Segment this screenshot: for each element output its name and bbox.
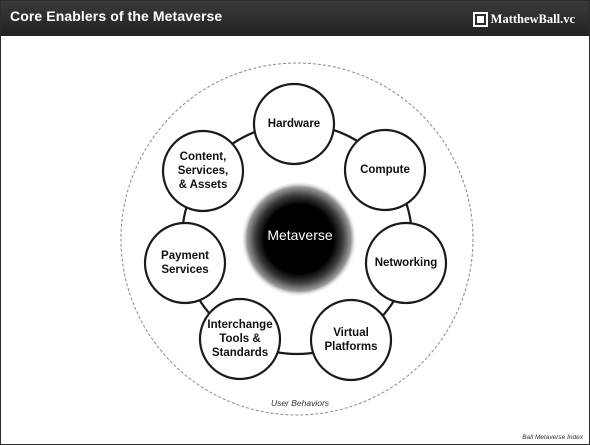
node-circle-payment	[143, 221, 227, 305]
source-note: Ball Metaverse Index	[522, 434, 583, 441]
brand-logo-icon	[472, 11, 488, 27]
node-circle-interchange	[198, 297, 282, 381]
brand-name: MatthewBall.vc	[490, 11, 575, 26]
node-circle-networking	[364, 221, 448, 305]
node-label-compute: Compute	[360, 164, 410, 176]
brand: MatthewBall.vc	[472, 10, 575, 28]
node-circle-virtual-platforms	[309, 298, 393, 382]
node-label-content: Content, Services, & Assets	[177, 151, 229, 191]
header-bar: Core Enablers of the Metaverse MatthewBa…	[1, 1, 589, 36]
node-label-virtual-platforms: Virtual Platforms	[324, 327, 378, 353]
node-circles	[143, 82, 448, 382]
diagram-svg	[120, 62, 474, 416]
node-circle-hardware	[252, 82, 336, 166]
metaverse-core	[241, 181, 357, 297]
node-label-interchange: Interchange Tools & Standards	[207, 319, 273, 359]
node-circle-compute	[343, 128, 427, 212]
page-title: Core Enablers of the Metaverse	[10, 8, 223, 24]
user-behaviors-ring	[120, 62, 474, 416]
node-circle-content	[161, 129, 245, 213]
metaverse-label: Metaverse	[267, 227, 333, 243]
node-label-networking: Networking	[374, 257, 438, 269]
node-label-payment: Payment Services	[161, 250, 209, 276]
node-label-hardware: Hardware	[267, 118, 321, 130]
user-behaviors-label: User Behaviors	[270, 398, 330, 408]
